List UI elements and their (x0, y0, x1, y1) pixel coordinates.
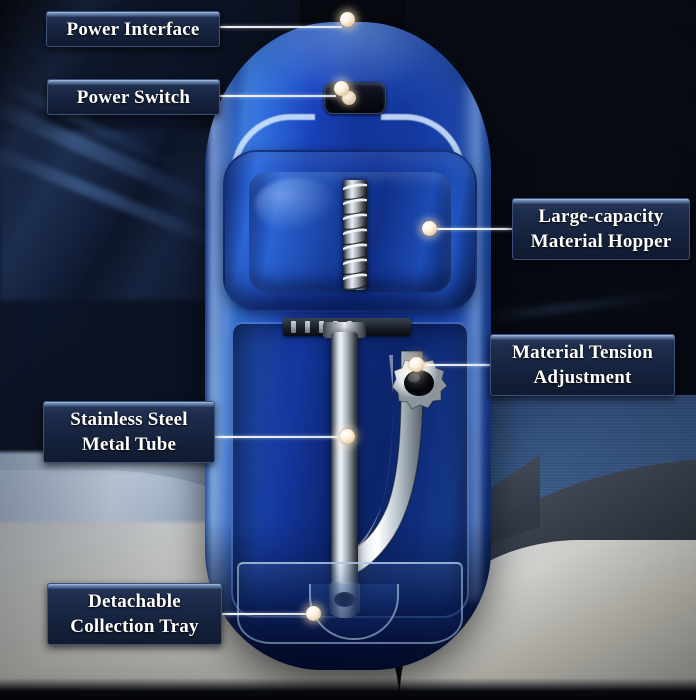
callout-dot-large-capacity-material-hopper[interactable] (422, 221, 437, 236)
leader-line-detachable-collection-tray (222, 613, 314, 615)
auger-screw (343, 180, 367, 290)
callout-dot-stainless-steel-metal-tube[interactable] (340, 429, 355, 444)
callout-label-material-tension-adjustment: Material Tension Adjustment (490, 334, 675, 396)
body-shell (205, 22, 491, 670)
leader-line-large-capacity-material-hopper (435, 228, 513, 230)
leader-line-stainless-steel-metal-tube (215, 436, 347, 438)
callout-label-power-interface: Power Interface (46, 11, 220, 47)
tension-adjustment-knob[interactable] (391, 355, 447, 411)
collection-tray[interactable] (237, 562, 463, 644)
callout-dot-power-interface[interactable] (340, 12, 355, 27)
callout-label-large-capacity-material-hopper: Large-capacity Material Hopper (512, 198, 690, 260)
callout-dot-detachable-collection-tray[interactable] (306, 606, 321, 621)
machine-body (187, 12, 509, 682)
callout-label-detachable-collection-tray: Detachable Collection Tray (47, 583, 222, 645)
callout-label-power-switch: Power Switch (47, 79, 220, 115)
callout-label-stainless-steel-metal-tube: Stainless Steel Metal Tube (43, 401, 215, 463)
leader-line-power-interface (220, 26, 342, 28)
tray-center-notch (309, 584, 399, 640)
hopper-gloss-highlight (255, 178, 339, 232)
leader-line-power-switch (220, 95, 336, 97)
material-hopper[interactable] (223, 150, 477, 312)
callout-dot-power-switch[interactable] (334, 81, 349, 96)
callout-dot-material-tension-adjustment[interactable] (409, 357, 424, 372)
leader-line-material-tension-adjustment (422, 364, 491, 366)
background-bottom-strip (0, 678, 696, 700)
